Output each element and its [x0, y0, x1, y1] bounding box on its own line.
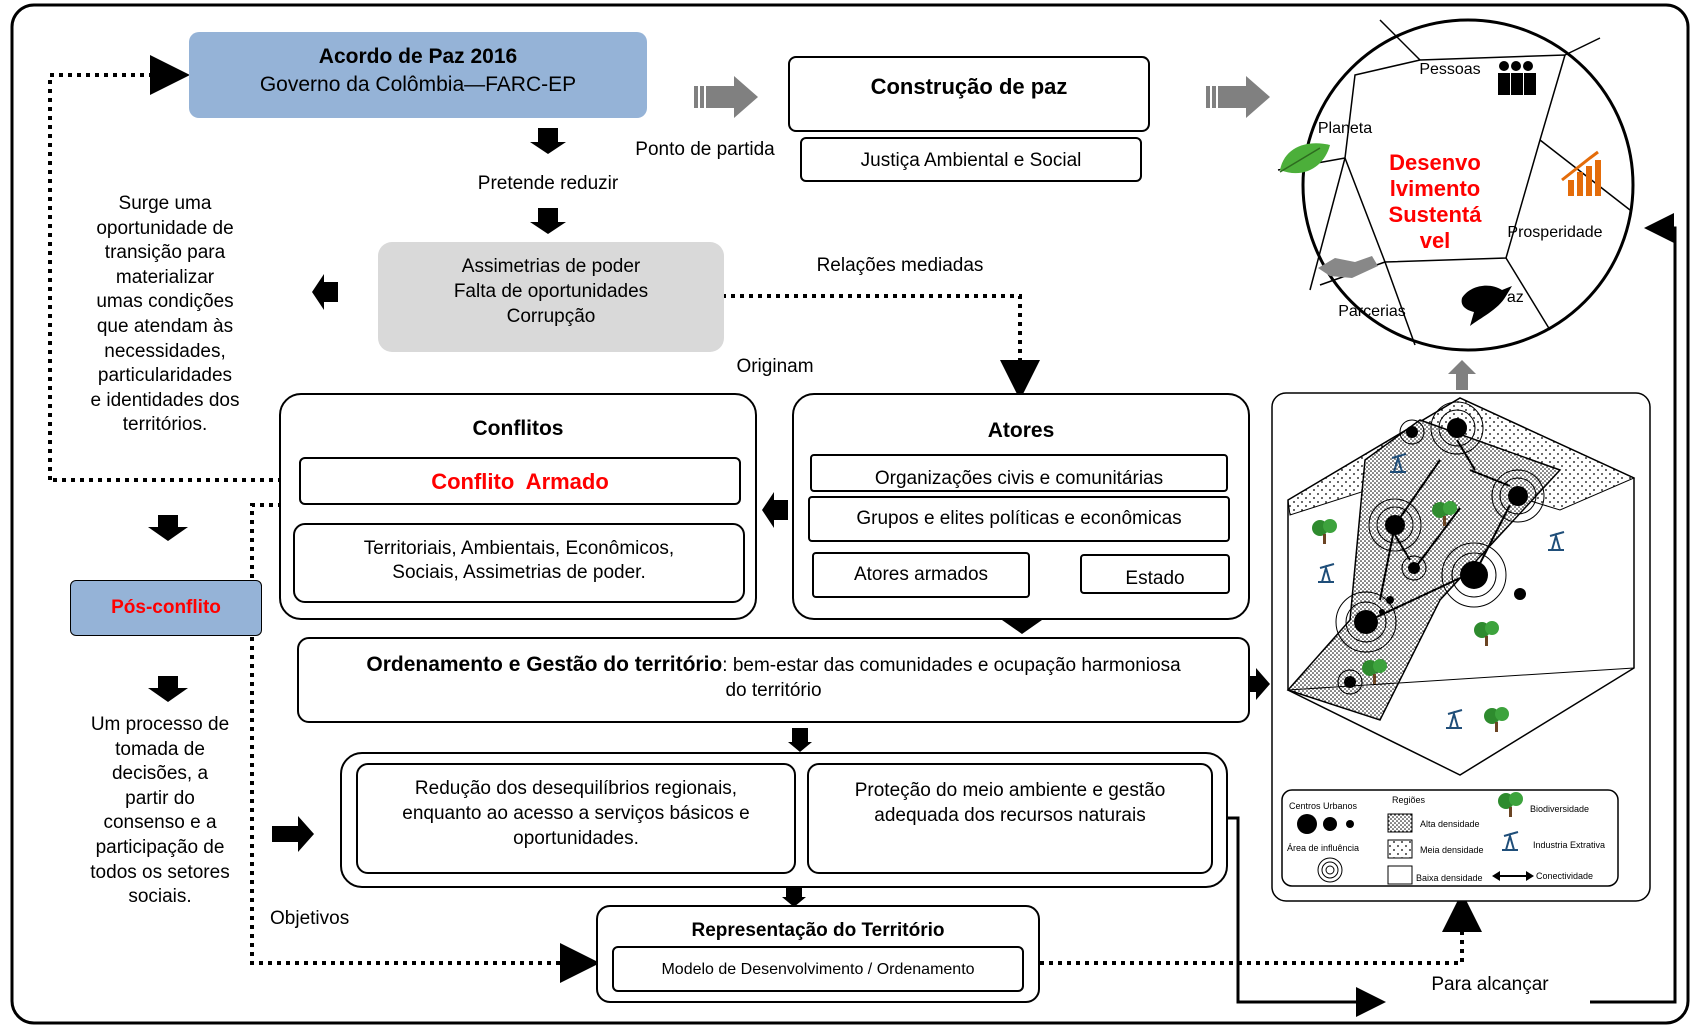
- objetivos-label: Objetivos: [270, 908, 350, 929]
- ordenamento-line-2: do território: [725, 680, 822, 701]
- conflitos-tipos-line-1: Territoriais, Ambientais, Econômicos,: [363, 538, 675, 559]
- circle-planeta: Planeta: [1317, 120, 1373, 137]
- circle-pessoas: Pessoas: [1419, 61, 1481, 78]
- modelo-label: Modelo de Desenvolvimento / Ordenamento: [661, 961, 975, 978]
- posconflito-box: [70, 580, 262, 636]
- sdg-segments: [1277, 19, 1631, 346]
- atores-armados-label: Atores armados: [853, 564, 989, 585]
- surge-text: Surge uma oportunidade de transição para…: [90, 193, 240, 436]
- atores-estado-box: Estado: [1080, 554, 1230, 594]
- circle-center-line-3: Sustentá: [1388, 202, 1482, 227]
- justica-box: [800, 137, 1142, 182]
- para-alcancar: Para alcançar: [1431, 974, 1549, 995]
- legend-industria: Industria Extrativa: [1533, 840, 1606, 850]
- ordenamento-box: [297, 637, 1250, 723]
- reducao-line-2: enquanto ao acesso a serviços básicos e: [402, 803, 750, 824]
- handshake-icon: [1318, 256, 1378, 278]
- acordo-title: Acordo de Paz 2016: [318, 45, 518, 68]
- atores-civis-box: Organizações civis e comunitárias: [810, 454, 1228, 492]
- atores-estado-label: Estado: [1125, 568, 1185, 589]
- legend-area: Área de influência: [1287, 843, 1360, 853]
- conflitos-tipos-box: [293, 523, 745, 603]
- reducao-box: [356, 763, 796, 874]
- atores-grupos-box: [808, 496, 1230, 542]
- circle-center-line-1: Desenvo: [1389, 150, 1481, 175]
- gray-arrows: [694, 76, 1476, 390]
- processo-text: Um processo de tomada de decisões, a par…: [90, 714, 230, 908]
- assimetrias-line-1: Assimetrias de poder: [461, 256, 641, 277]
- ordenamento-rest: : bem-estar das comunidades e ocupação h…: [722, 655, 1181, 676]
- protecao-box: [807, 763, 1213, 874]
- atores-grupos-label: Grupos e elites políticas e econômicas: [856, 508, 1182, 529]
- assimetrias-line-3: Corrupção: [506, 306, 596, 327]
- circle-parcerias: Parcerias: [1338, 303, 1406, 320]
- relacoes-mediadas: Relações mediadas: [816, 255, 984, 276]
- dove-icon: [1461, 285, 1512, 326]
- conflitos-title: Conflitos: [472, 417, 564, 440]
- assimetrias-line-2: Falta de oportunidades: [453, 281, 649, 302]
- reducao-line-3: oportunidades.: [513, 828, 639, 849]
- originam: Originam: [736, 356, 814, 377]
- dotted-link-acordo: [48, 55, 190, 480]
- circle-center-line-2: lvimento: [1389, 176, 1481, 201]
- ordenamento-bold: Ordenamento e Gestão do território: [366, 653, 723, 676]
- modelo-box: [612, 946, 1024, 992]
- legend-frame: [1281, 789, 1619, 887]
- acordo-box: [189, 32, 647, 118]
- outer-frame: [10, 3, 1690, 1025]
- connectivity-arrows: [1365, 439, 1511, 623]
- dotted-link-representacao: [250, 503, 600, 983]
- industry-icons: [1318, 453, 1565, 729]
- atores-armados-box: [812, 552, 1030, 598]
- conflito-armado-box: [299, 457, 741, 505]
- leaf-icon: [1279, 143, 1330, 174]
- circle-center-line-4: vel: [1419, 228, 1451, 253]
- circle-paz: Paz: [1496, 289, 1524, 306]
- tree-icons: [1312, 501, 1509, 732]
- conflito-armado-label: Conflito Armado: [431, 469, 609, 494]
- acordo-subtitle: Governo da Colômbia—FARC-EP: [259, 73, 577, 96]
- legend-conectividade: Conectividade: [1536, 871, 1594, 881]
- legend-meia: Meia densidade: [1420, 845, 1484, 855]
- ponto-partida: Ponto de partida: [635, 139, 775, 160]
- ordenamento-line-1: Ordenamento e Gestão do território: bem-…: [297, 652, 1250, 678]
- dotted-link-map: [1040, 892, 1482, 965]
- reducao-line-1: Redução dos desequilíbrios regionais,: [414, 778, 738, 799]
- conflitos-tipos-line-2: Sociais, Assimetrias de poder.: [392, 562, 646, 583]
- assimetrias-box: [378, 242, 724, 352]
- legend-regioes: Regiões: [1392, 795, 1426, 805]
- protecao-line-1: Proteção do meio ambiente e gestão: [854, 780, 1166, 801]
- dotted-link-atores: [722, 294, 1040, 400]
- construcao-box: [788, 56, 1150, 132]
- construcao-title: Construção de paz: [870, 74, 1068, 99]
- link-return-circle: [1590, 213, 1677, 1004]
- justica-label: Justiça Ambiental e Social: [860, 150, 1082, 171]
- protecao-line-2: adequada dos recursos naturais: [874, 805, 1146, 826]
- posconflito-label: Pós-conflito: [111, 597, 221, 618]
- circle-prosperidade: Prosperidade: [1507, 224, 1603, 241]
- people-icon: [1498, 61, 1536, 95]
- representacao-title: Representação do Território: [691, 920, 945, 941]
- atores-civis-label: Organizações civis e comunitárias: [874, 468, 1164, 489]
- legend-baixa: Baixa densidade: [1416, 873, 1483, 883]
- influence-areas: [1335, 401, 1545, 695]
- growth-chart-icon: [1561, 150, 1601, 196]
- atores-title: Atores: [987, 419, 1055, 442]
- legend-alta: Alta densidade: [1420, 819, 1480, 829]
- legend-centros: Centros Urbanos: [1289, 801, 1358, 811]
- legend-biodiversidade: Biodiversidade: [1530, 804, 1590, 814]
- pretende-reduzir: Pretende reduzir: [477, 173, 619, 194]
